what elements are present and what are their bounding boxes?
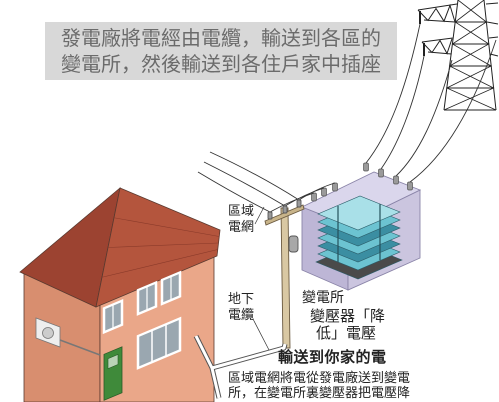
roof-tile-line xyxy=(107,242,219,248)
label-underground-cable: 地下 電纜 xyxy=(228,292,254,324)
roof-right-plane xyxy=(95,187,221,308)
door-glass xyxy=(107,354,119,370)
high-voltage-line xyxy=(365,23,421,164)
substation xyxy=(300,162,422,291)
pole-to-substation-wire xyxy=(284,187,325,207)
pole-insulator xyxy=(296,199,302,208)
info-body-line-2: 所，在變電所裏變壓器把電壓降 xyxy=(228,386,411,401)
pole-to-substation-wire xyxy=(269,192,315,213)
front-wall-features xyxy=(102,270,182,401)
window xyxy=(136,316,182,370)
tower-struts xyxy=(444,21,496,111)
pole-insulator xyxy=(282,205,288,214)
meter-conduit xyxy=(59,339,101,356)
tower-crossarm-lower xyxy=(421,36,499,57)
leader-line-underground-cable xyxy=(252,318,270,351)
info-body-line-1: 區域電網將電從發電廠送到變電 xyxy=(228,371,411,386)
high-voltage-line xyxy=(409,39,497,183)
label-substation: 變電所 xyxy=(302,290,344,306)
label-regional-grid-line-2: 電網 xyxy=(228,220,255,235)
substation-bushing xyxy=(363,162,369,172)
meter-dial xyxy=(42,327,54,339)
high-voltage-line xyxy=(395,59,453,177)
tower-bracing xyxy=(443,0,497,111)
substation-bushing xyxy=(332,182,338,192)
regional-grid-wire xyxy=(203,161,286,207)
underground-cable-core xyxy=(194,335,287,399)
pole-transformer xyxy=(288,235,299,253)
substation-bushings xyxy=(311,162,413,202)
pole-crossarm xyxy=(264,204,305,226)
utility-pole xyxy=(280,207,291,349)
utility-pole-assembly xyxy=(264,199,305,349)
regional-grid-wire xyxy=(197,171,271,213)
label-underground-cable-line-1: 地下 xyxy=(228,292,255,307)
caption-line-1: 發電廠將電經由電纜，輸送到各區的 xyxy=(61,26,381,50)
label-regional-grid: 區域 電網 xyxy=(228,204,254,236)
substation-bushing xyxy=(407,181,413,191)
caption-line-2: 變電所，然後輸送到各住戶家中插座 xyxy=(61,52,381,76)
tower-crossarm-upper xyxy=(417,2,499,25)
underground-cable xyxy=(193,334,288,399)
label-transformer-line-1: 變壓器「降 xyxy=(310,307,386,325)
label-regional-grid-line-1: 區域 xyxy=(228,204,255,219)
caption-box: 發電廠將電經由電纜，輸送到各區的 變電所，然後輸送到各住戶家中插座 xyxy=(45,22,397,80)
substation-bushing xyxy=(311,192,317,202)
front-door xyxy=(103,346,123,401)
label-underground-cable-line-2: 電纜 xyxy=(228,308,255,323)
pole-insulator xyxy=(267,211,273,220)
high-voltage-line xyxy=(380,55,425,170)
substation-bushing xyxy=(321,187,327,197)
roof-tile-line xyxy=(113,217,220,237)
pole-to-substation-wire xyxy=(298,182,336,201)
label-transformer: 變壓器「降 低」電壓 xyxy=(310,308,385,342)
house xyxy=(19,186,221,402)
tower-legs xyxy=(443,0,497,111)
transformer xyxy=(315,195,403,280)
info-heading: 輸送到你家的電 xyxy=(278,348,387,366)
roof-tile-line xyxy=(101,249,218,278)
substation-bushing xyxy=(393,175,399,185)
regional-grid-wire xyxy=(209,151,300,201)
label-transformer-line-2: 低」電壓 xyxy=(316,324,377,342)
info-body: 區域電網將電從發電廠送到變電 所，在變電所裏變壓器把電壓降 xyxy=(228,371,410,401)
leader-line-regional-grid xyxy=(254,206,265,225)
substation-bushing xyxy=(378,168,384,178)
transmission-tower xyxy=(417,0,499,111)
